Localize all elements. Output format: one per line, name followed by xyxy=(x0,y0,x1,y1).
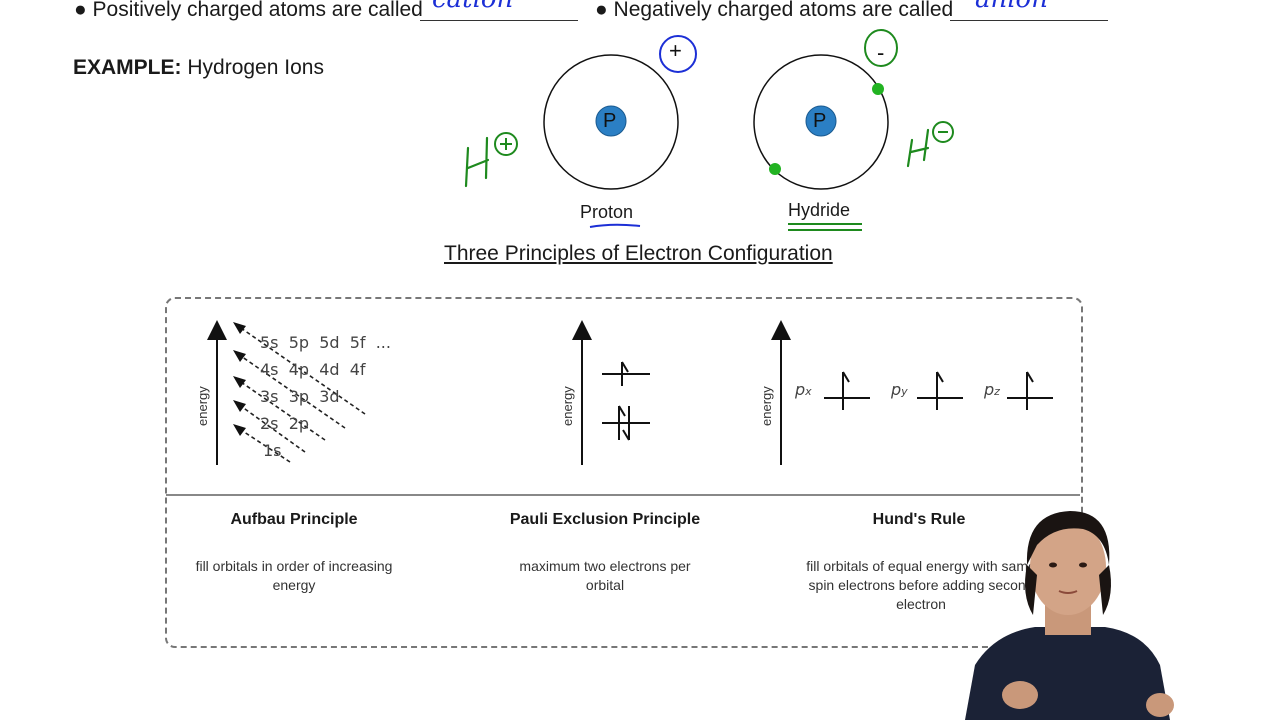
hund-desc: fill orbitals of equal energy with same … xyxy=(806,558,1036,612)
negative-answer: anion xyxy=(975,0,1048,14)
aufbau-title: Aufbau Principle xyxy=(230,511,358,528)
proton-label: Proton xyxy=(580,202,634,222)
plus-circle xyxy=(659,35,697,73)
minus-circle xyxy=(864,29,898,67)
proton-charge-note: + xyxy=(669,38,682,63)
example-text: Hydrogen Ions xyxy=(187,56,324,79)
negative-text: Negatively charged atoms are called xyxy=(613,0,954,21)
proton-nucleus-letter: P xyxy=(603,110,617,132)
hydride-nucleus xyxy=(805,105,837,137)
proton-orbit xyxy=(543,54,679,190)
hund-px: px xyxy=(795,380,812,399)
bullet-positive: ● Positively charged atoms are called xyxy=(74,0,423,22)
hydride-orbit xyxy=(753,54,889,190)
positive-blank xyxy=(420,20,578,21)
proton-underline xyxy=(589,223,641,228)
h-plus-handwriting xyxy=(464,136,490,188)
energy-label-pauli: energy xyxy=(560,386,575,426)
bullet-dot: ● xyxy=(595,0,608,21)
presenter-video xyxy=(965,511,1174,720)
example-heading: EXAMPLE: Hydrogen Ions xyxy=(73,56,324,80)
hund-py: py xyxy=(891,380,908,399)
pauli-desc: maximum two electrons per orbital xyxy=(519,558,691,593)
positive-answer: cation xyxy=(432,0,513,14)
aufbau-desc: fill orbitals in order of increasing ene… xyxy=(195,558,393,593)
principles-divider xyxy=(166,494,1080,496)
pauli-title: Pauli Exclusion Principle xyxy=(509,511,701,528)
bullet-negative: ● Negatively charged atoms are called xyxy=(595,0,953,22)
hydride-charge-note: - xyxy=(877,40,885,65)
hydride-label: Hydride xyxy=(788,200,851,220)
bullet-dot: ● xyxy=(74,0,87,21)
aufbau-row-4: 4s 4p 4d 4f xyxy=(260,360,366,379)
aufbau-row-1: 1s xyxy=(263,441,282,460)
energy-label-hund: energy xyxy=(759,386,774,426)
negative-blank xyxy=(950,20,1108,21)
aufbau-row-3: 3s 3p 3d xyxy=(260,387,340,406)
hund-pz: pz xyxy=(984,380,1000,399)
aufbau-row-5: 5s 5p 5d 5f ... xyxy=(260,333,391,352)
hydride-electron-2 xyxy=(769,163,781,175)
section-title: Three Principles of Electron Configurati… xyxy=(444,242,833,265)
h-minus-handwriting xyxy=(906,128,930,168)
principles-box xyxy=(165,297,1083,648)
hydride-electron-1 xyxy=(872,83,884,95)
energy-label-aufbau: energy xyxy=(195,386,210,426)
hydride-nucleus-letter: P xyxy=(813,110,827,132)
atom-diagrams xyxy=(464,29,954,231)
hund-title: Hund's Rule xyxy=(872,511,966,528)
example-label: EXAMPLE: xyxy=(73,56,182,79)
positive-text: Positively charged atoms are called xyxy=(92,0,423,21)
aufbau-row-2: 2s 2p xyxy=(260,414,310,433)
proton-nucleus xyxy=(595,105,627,137)
